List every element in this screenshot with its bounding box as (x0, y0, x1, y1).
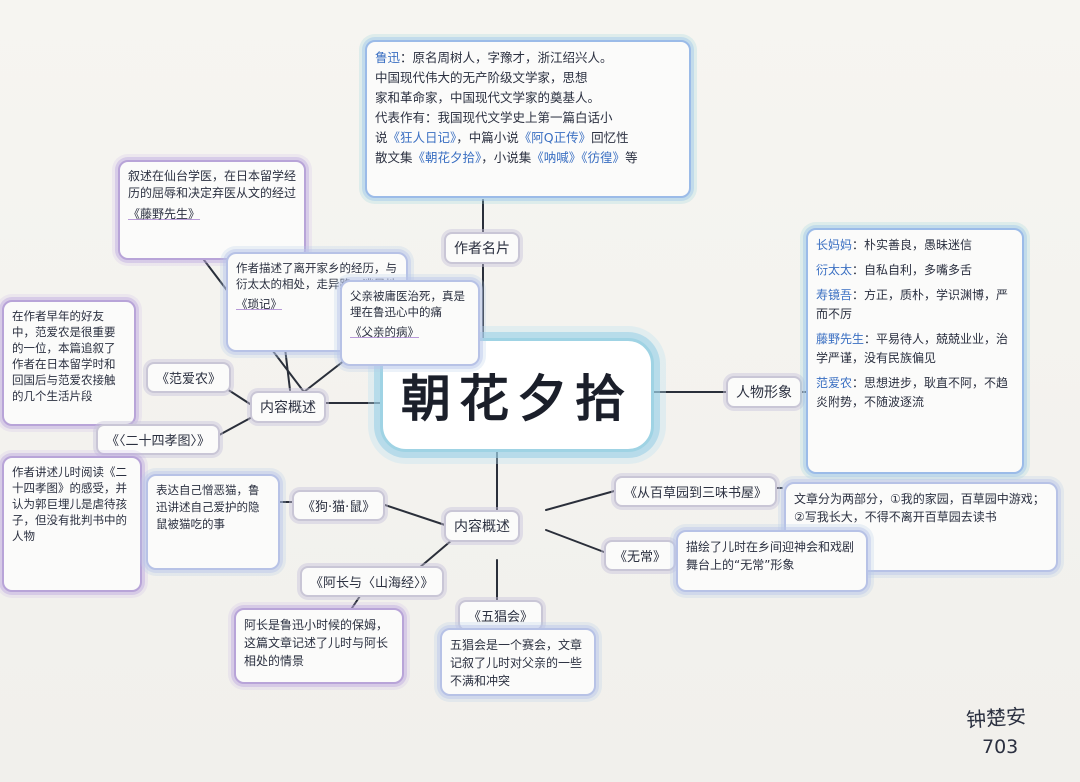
author-line-4: 代表作有：我国现代文学史上第一篇白话小 (375, 110, 613, 125)
branch-author: 作者名片 (444, 232, 520, 264)
erxiao-text: 作者讲述儿时阅读《二十四孝图》的感受，并认为郭巨埋儿是虐待孩子，但没有批判书中的… (12, 465, 127, 543)
author-line5-mid: ，中篇小说 (456, 130, 519, 145)
character-4-desc: ：平易待人，兢兢业业，治学严谨，没有民族偏见 (816, 332, 1009, 365)
author-line6-suffix: 等 (625, 150, 638, 165)
characters-box: 长妈妈：朴实善良，愚昧迷信 衍太太：自私自利，多嘴多舌 寿镜吾：方正，质朴，学识… (806, 228, 1024, 474)
author-name: 鲁迅 (375, 50, 401, 65)
character-1-desc: ：朴实善良，愚昧迷信 (852, 238, 973, 252)
work-zhaohua: 《朝花夕拾》 (412, 150, 482, 165)
work-ahq: 《阿Q正传》 (518, 130, 592, 145)
ahchang-text: 阿长是鲁迅小时候的保姆，这篇文章记述了儿时与阿长相处的情景 (244, 618, 389, 668)
wuchanghui-box: 五猖会是一个赛会，文章记叙了儿时对父亲的一些不满和冲突 (440, 628, 596, 696)
author-line-6: 散文集《朝花夕拾》，小说集《呐喊》《彷徨》等 (375, 148, 681, 168)
character-2-name: 衍太太 (816, 263, 853, 277)
wuchanghui-title: 《五猖会》 (458, 600, 544, 631)
class-number: 703 (982, 736, 1019, 758)
wuchang-box: 描绘了儿时在乡间迎神会和戏剧舞台上的“无常”形象 (676, 530, 868, 592)
work-nahan: 《呐喊》《彷徨》 (531, 150, 626, 165)
baicao-text: 文章分为两部分，①我的家园，百草园中游戏；②写我长大，不得不离开百草园去读书 (794, 492, 1045, 524)
suoji-title: 《琐记》 (236, 297, 282, 311)
fanai-title: 《范爱农》 (146, 362, 232, 393)
center-title: 朝花夕拾 (401, 369, 633, 428)
wuchanghui-text: 五猖会是一个赛会，文章记叙了儿时对父亲的一些不满和冲突 (450, 638, 583, 688)
author-line-2: 中国现代伟大的无产阶级文学家，思想 (375, 70, 588, 85)
fanai-box: 在作者早年的好友中，范爱农是很重要的一位，本篇追叙了作者在日本留学时和回国后与范… (2, 300, 136, 426)
author-intro: ：原名周树人，字豫才，浙江绍兴人。 (400, 50, 613, 65)
author-line6-mid: ，小说集 (481, 150, 532, 165)
ahchang-title: 《阿长与〈山海经〉》 (300, 566, 444, 597)
character-5: 范爱农：思想进步，耿直不阿，不趋炎附势，不随波逐流 (816, 374, 1014, 412)
author-line-5: 说《狂人日记》，中篇小说《阿Q正传》回忆性 (375, 128, 681, 148)
author-line6-prefix: 散文集 (375, 150, 413, 165)
wuchang-title: 《无常》 (604, 540, 677, 571)
baicao-title: 《从百草园到三味书屋》 (614, 476, 778, 507)
character-5-name: 范爱农 (816, 376, 853, 390)
ahchang-box: 阿长是鲁迅小时候的保姆，这篇文章记述了儿时与阿长相处的情景 (234, 608, 404, 684)
author-line-1: 鲁迅：原名周树人，字豫才，浙江绍兴人。 (375, 48, 681, 68)
wuchang-text: 描绘了儿时在乡间迎神会和戏剧舞台上的“无常”形象 (686, 540, 855, 572)
character-2: 衍太太：自私自利，多嘴多舌 (816, 261, 1014, 280)
gou-title: 《狗·猫·鼠》 (292, 490, 386, 521)
author-line5-suffix: 回忆性 (591, 130, 629, 145)
author-line5-prefix: 说 (375, 130, 388, 145)
branch-theme: 内容概述 (250, 391, 326, 423)
erxiao-box: 作者讲述儿时阅读《二十四孝图》的感受，并认为郭巨埋儿是虐待孩子，但没有批判书中的… (2, 456, 142, 592)
father-text: 父亲被庸医治死，真是埋在鲁迅心中的痛 (350, 289, 465, 319)
author-card: 鲁迅：原名周树人，字豫才，浙江绍兴人。 中国现代伟大的无产阶级文学家，思想 家和… (365, 40, 691, 198)
author-line-3: 家和革命家，中国现代文学家的奠基人。 (375, 90, 601, 105)
fujie-text: 叙述在仙台学医，在日本留学经历的屈辱和决定弃医从文的经过 (128, 169, 297, 200)
character-4: 藤野先生：平易待人，兢兢业业，治学严谨，没有民族偏见 (816, 330, 1014, 368)
character-1-name: 长妈妈 (816, 238, 853, 252)
character-4-name: 藤野先生 (816, 332, 865, 346)
gou-text: 表达自己憎恶猫，鲁迅讲述自己爱护的隐鼠被猫吃的事 (156, 483, 260, 531)
work-kuangren: 《狂人日记》 (387, 130, 457, 145)
character-2-desc: ：自私自利，多嘴多舌 (852, 263, 973, 277)
branch-content: 内容概述 (444, 510, 520, 542)
character-5-desc: ：思想进步，耿直不阿，不趋炎附势，不随波逐流 (816, 376, 1009, 409)
character-1: 长妈妈：朴实善良，愚昧迷信 (816, 236, 1014, 255)
erxiao-title: 《〈二十四孝图〉》 (96, 424, 221, 455)
gou-box: 表达自己憎恶猫，鲁迅讲述自己爱护的隐鼠被猫吃的事 (146, 474, 280, 570)
father-box: 父亲被庸医治死，真是埋在鲁迅心中的痛 《父亲的病》 (340, 280, 480, 366)
character-3: 寿镜吾：方正，质朴，学识渊博，严而不厉 (816, 286, 1014, 324)
fujie-title: 《藤野先生》 (128, 207, 201, 221)
father-title: 《父亲的病》 (350, 325, 419, 339)
fanai-text: 在作者早年的好友中，范爱农是很重要的一位，本篇追叙了作者在日本留学时和回国后与范… (12, 309, 116, 403)
branch-characters: 人物形象 (726, 376, 802, 408)
character-3-desc: ：方正，质朴，学识渊博，严而不厉 (816, 288, 1009, 321)
author-signature: 钟楚安 (965, 703, 1027, 733)
fujie-box: 叙述在仙台学医，在日本留学经历的屈辱和决定弃医从文的经过 《藤野先生》 (118, 160, 306, 260)
character-3-name: 寿镜吾 (816, 288, 853, 302)
